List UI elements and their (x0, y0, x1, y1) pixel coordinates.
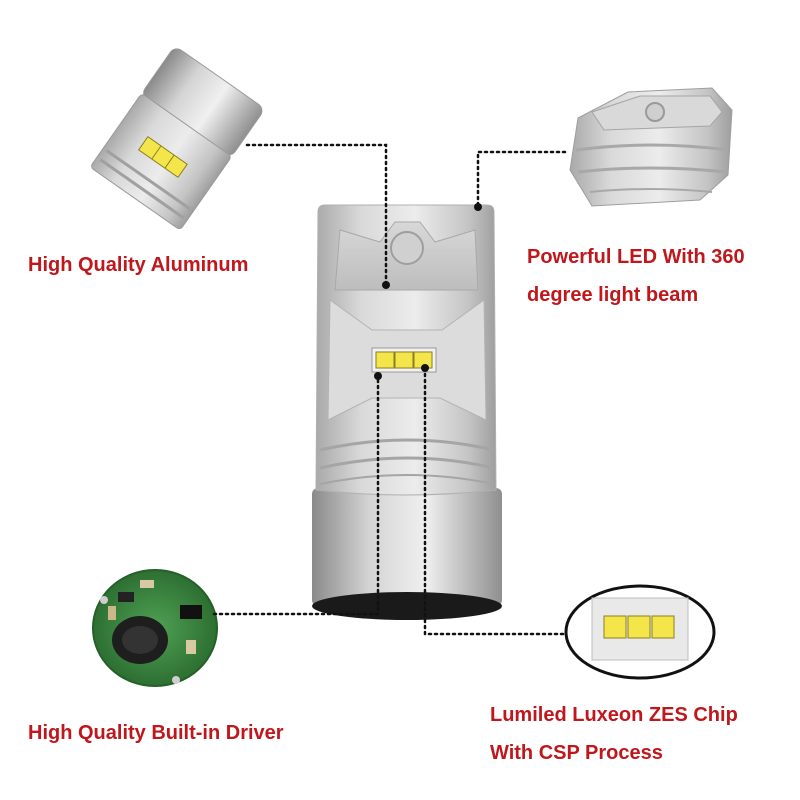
callout-aluminum-text: High Quality Aluminum (28, 254, 249, 276)
driver-board-image (92, 569, 218, 687)
callout-chip-text-line2: With CSP Process (490, 742, 663, 764)
led-leader-line (476, 150, 567, 209)
chip-closeup-image (564, 584, 716, 680)
driver-leader-line (212, 374, 380, 616)
bulb-main-image (312, 204, 502, 620)
callout-leader-lines (212, 143, 567, 636)
callout-driver-label: High Quality Built-in Driver (28, 714, 284, 752)
chip-leader-line (423, 366, 565, 636)
callout-endpoint-dots (374, 203, 482, 380)
aluminum-leader-line (245, 143, 388, 287)
bulb-base (312, 488, 502, 606)
callout-driver-text: High Quality Built-in Driver (28, 722, 284, 744)
callout-led-text-line1: Powerful LED With 360 (527, 246, 745, 268)
callout-aluminum-label: High Quality Aluminum (28, 246, 248, 284)
callout-chip-text-line1: Lumiled Luxeon ZES Chip (490, 704, 738, 726)
callout-led-text-line2: degree light beam (527, 284, 699, 306)
callout-chip-label: Lumiled Luxeon ZES Chip With CSP Process (490, 696, 738, 772)
led-head-detail-image (569, 87, 733, 207)
callout-led-label: Powerful LED With 360 degree light beam (527, 238, 745, 314)
aluminum-detail-image (91, 48, 263, 230)
